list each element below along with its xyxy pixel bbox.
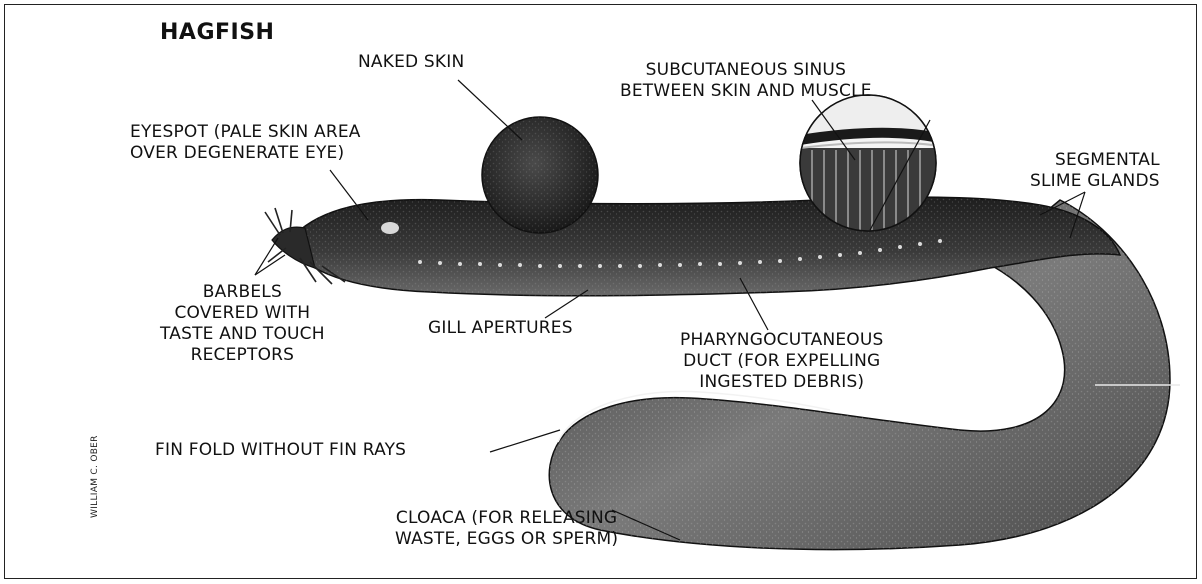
label-barbels: BARBELS COVERED WITH TASTE AND TOUCH REC… xyxy=(160,282,325,366)
label-gill-apertures: GILL APERTURES xyxy=(428,318,573,339)
label-line: WASTE, EGGS OR SPERM) xyxy=(395,529,618,550)
label-gill-apertures-text: GILL APERTURES xyxy=(428,318,573,339)
label-line: TASTE AND TOUCH xyxy=(160,324,325,345)
label-line: OVER DEGENERATE EYE) xyxy=(130,143,361,164)
label-eyespot: EYESPOT (PALE SKIN AREA OVER DEGENERATE … xyxy=(130,122,361,164)
label-line: PHARYNGOCUTANEOUS xyxy=(680,330,884,351)
label-cloaca: CLOACA (FOR RELEASING WASTE, EGGS OR SPE… xyxy=(395,508,618,550)
illustrator-credit: WILLIAM C. OBER xyxy=(90,435,100,518)
label-fin-fold: FIN FOLD WITHOUT FIN RAYS xyxy=(155,440,406,461)
label-line: RECEPTORS xyxy=(160,345,325,366)
label-subcutaneous-sinus: SUBCUTANEOUS SINUS BETWEEN SKIN AND MUSC… xyxy=(620,60,872,102)
label-naked-skin: NAKED SKIN xyxy=(358,52,464,73)
label-slime-glands: SEGMENTAL SLIME GLANDS xyxy=(1030,150,1160,192)
label-line: EYESPOT (PALE SKIN AREA xyxy=(130,122,361,143)
label-line: BETWEEN SKIN AND MUSCLE xyxy=(620,81,872,102)
label-pharyngocutaneous-duct: PHARYNGOCUTANEOUS DUCT (FOR EXPELLING IN… xyxy=(680,330,884,393)
label-line: CLOACA (FOR RELEASING xyxy=(395,508,618,529)
label-line: SUBCUTANEOUS SINUS xyxy=(620,60,872,81)
diagram-title: HAGFISH xyxy=(160,22,274,43)
eyespot-mark xyxy=(381,222,399,234)
label-line: BARBELS xyxy=(160,282,325,303)
label-line: COVERED WITH xyxy=(160,303,325,324)
label-line: SEGMENTAL xyxy=(1030,150,1160,171)
label-fin-fold-text: FIN FOLD WITHOUT FIN RAYS xyxy=(155,440,406,461)
label-naked-skin-text: NAKED SKIN xyxy=(358,52,464,73)
label-line: INGESTED DEBRIS) xyxy=(680,372,884,393)
label-line: DUCT (FOR EXPELLING xyxy=(680,351,884,372)
label-line: SLIME GLANDS xyxy=(1030,171,1160,192)
